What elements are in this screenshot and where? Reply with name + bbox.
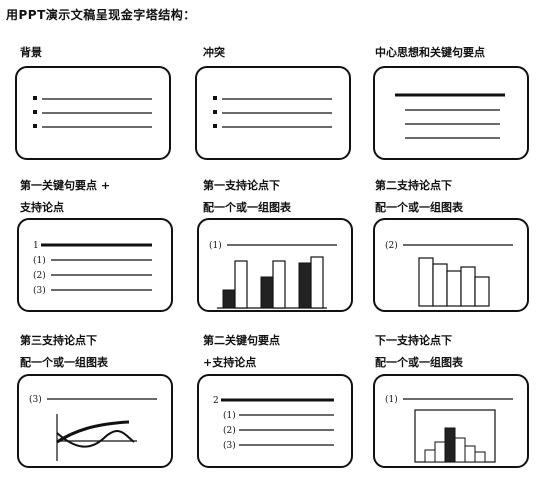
slide-8-key-point-2: 2 (1) (2) (3): [197, 374, 353, 468]
slide-5-label-line-1: 第一支持论点下: [203, 179, 280, 192]
slide-7-support-3-chart: (3): [17, 374, 173, 468]
bullet-icon: [213, 96, 217, 100]
marker-2: 2: [213, 396, 219, 406]
bar: [454, 437, 466, 463]
curve-thick: [56, 420, 130, 444]
slide-8-label-line-1: 第二关键句要点: [203, 334, 280, 347]
slide-2-conflict: [195, 66, 351, 160]
bar: [446, 270, 462, 307]
bar-light: [310, 256, 324, 309]
bar: [418, 257, 434, 307]
slide-8-label: 第二关键句要点 +支持论点: [203, 330, 280, 374]
marker-1: 1: [33, 241, 39, 251]
slide-1-label-line-1: 背景: [20, 46, 42, 59]
bullet-icon: [33, 110, 37, 114]
bar-dark: [298, 262, 312, 309]
slide-7-label-line-2: 配一个或一组图表: [20, 356, 108, 369]
marker-sub-1: (1): [223, 410, 236, 421]
slide-5-label-line-2: 配一个或一组图表: [203, 201, 291, 214]
slide-5-support-1-chart: (1): [197, 218, 353, 312]
slide-9-label-line-2: 配一个或一组图表: [375, 356, 463, 369]
slide-7-label: 第三支持论点下 配一个或一组图表: [20, 330, 108, 374]
slide-6-label-line-1: 第二支持论点下: [375, 179, 452, 192]
slide-3-label: 中心思想和关键句要点: [375, 42, 485, 64]
bar-light: [234, 260, 248, 309]
bar: [424, 449, 436, 463]
slide-2-label: 冲突: [203, 42, 225, 64]
slide-1-background: [15, 66, 171, 160]
page-title: 用PPT演示文稿呈现金字塔结构：: [6, 8, 196, 22]
slide-9-next-support-chart: (1): [373, 374, 529, 468]
slide-4-key-point-1: 1 (1) (2) (3): [17, 218, 173, 312]
slide-8-label-line-2: +支持论点: [203, 356, 257, 369]
marker-sub-1: (1): [209, 240, 222, 251]
bar: [464, 445, 476, 463]
bar-dark: [222, 289, 236, 309]
bullet-icon: [213, 110, 217, 114]
marker-sub-2: (2): [223, 425, 236, 436]
bar-dark: [260, 276, 274, 309]
bar: [434, 441, 446, 463]
marker-sub-2: (2): [385, 240, 398, 251]
slide-4-label: 第一关键句要点 + 支持论点: [20, 175, 110, 219]
slide-1-label: 背景: [20, 42, 42, 64]
marker-sub-1: (1): [33, 255, 46, 266]
slide-2-label-line-1: 冲突: [203, 46, 225, 59]
slide-3-label-line-1: 中心思想和关键句要点: [375, 46, 485, 59]
bar-dark: [444, 427, 456, 463]
bullet-icon: [213, 124, 217, 128]
marker-sub-3: (3): [33, 285, 46, 296]
marker-sub-3: (3): [223, 440, 236, 451]
slide-6-label-line-2: 配一个或一组图表: [375, 201, 463, 214]
slide-4-label-line-2: 支持论点: [20, 201, 64, 214]
slide-6-label: 第二支持论点下 配一个或一组图表: [375, 175, 463, 219]
bar-light: [272, 260, 286, 309]
slide-4-label-line-1: 第一关键句要点 +: [20, 179, 111, 192]
bar: [474, 451, 486, 463]
bar: [474, 276, 490, 307]
slide-5-label: 第一支持论点下 配一个或一组图表: [203, 175, 291, 219]
bullet-icon: [33, 96, 37, 100]
bar: [432, 263, 448, 307]
slide-7-label-line-1: 第三支持论点下: [20, 334, 97, 347]
slide-6-support-2-chart: (2): [373, 218, 529, 312]
marker-sub-3: (3): [29, 394, 42, 405]
slide-9-label: 下一支持论点下 配一个或一组图表: [375, 330, 463, 374]
bar: [460, 266, 476, 307]
bullet-icon: [33, 124, 37, 128]
slide-9-label-line-1: 下一支持论点下: [375, 334, 452, 347]
curve-wavy: [56, 430, 135, 448]
slide-3-main-idea: [373, 66, 529, 160]
marker-sub-2: (2): [33, 270, 46, 281]
marker-sub-1: (1): [385, 394, 398, 405]
